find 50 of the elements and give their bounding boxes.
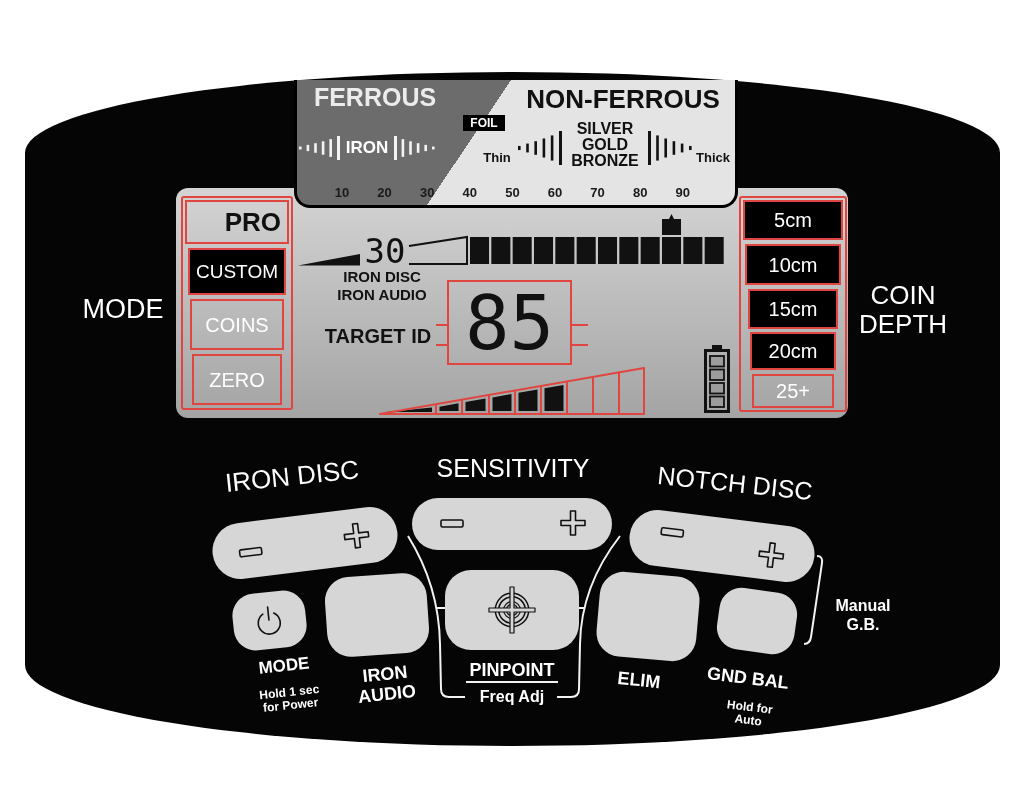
button-label: GND BAL — [705, 661, 791, 695]
bracket-label: Manual G.B. — [834, 596, 892, 635]
mode-segment: COINS — [190, 299, 284, 350]
control-label: SENSITIVITY — [435, 454, 591, 484]
depth-segment: 20cm — [750, 332, 836, 370]
mode-segment: PRO — [185, 200, 289, 244]
button-label: PINPOINT — [468, 659, 556, 681]
mode-segment: CUSTOM — [188, 248, 286, 295]
scale-number: 50 — [504, 185, 521, 201]
control-label: IRON DISC — [222, 452, 362, 500]
side-label: COIN DEPTH — [857, 279, 949, 341]
button-label: IRON AUDIO — [356, 660, 418, 709]
scale-number: 20 — [376, 185, 393, 201]
rocker-button — [412, 498, 612, 550]
readout-label: TARGET ID — [323, 324, 433, 349]
depth-segment: 15cm — [748, 289, 838, 329]
scale-label: Thick — [695, 149, 731, 167]
lcd-screen — [176, 188, 848, 418]
target-id-readout: 85 — [447, 280, 572, 365]
scale-number: 30 — [418, 185, 436, 201]
scale-label: IRON — [344, 138, 390, 158]
scale-number: 90 — [674, 185, 692, 201]
foil-indicator: FOIL — [463, 115, 505, 131]
depth-segment: 5cm — [743, 200, 843, 240]
button-label: Freq Adj — [478, 687, 546, 707]
control-label: NOTCH DISC — [655, 460, 815, 508]
scale-number: 10 — [333, 185, 351, 201]
button-label: MODE — [256, 652, 312, 680]
depth-segment-frame — [739, 196, 847, 412]
zone-label: FERROUS — [312, 83, 438, 113]
mode-segment: ZERO — [192, 354, 282, 405]
lcd-label: IRON DISC — [342, 268, 422, 286]
depth-segment: 10cm — [745, 244, 841, 285]
scale-number: 80 — [631, 185, 649, 201]
depth-segment: 25+ — [752, 374, 834, 408]
scale-label: SILVER GOLD BRONZE — [570, 119, 640, 171]
lcd-digits: 30 — [363, 234, 407, 268]
lcd-label: IRON AUDIO — [336, 286, 428, 304]
scale-number: 70 — [589, 185, 606, 201]
scale-number: 60 — [546, 185, 564, 201]
side-label: MODE — [81, 292, 165, 326]
scale-label: Thin — [482, 149, 512, 167]
hint-text: Hold for Auto — [725, 696, 775, 731]
mode-segment-frame — [181, 196, 293, 410]
scale-band — [294, 80, 738, 208]
scale-number: 40 — [461, 185, 479, 201]
zone-label: NON-FERROUS — [525, 83, 721, 115]
button-label: ELIM — [615, 666, 663, 694]
push-button — [445, 570, 579, 650]
hint-text: Hold 1 sec for Power — [257, 680, 321, 717]
